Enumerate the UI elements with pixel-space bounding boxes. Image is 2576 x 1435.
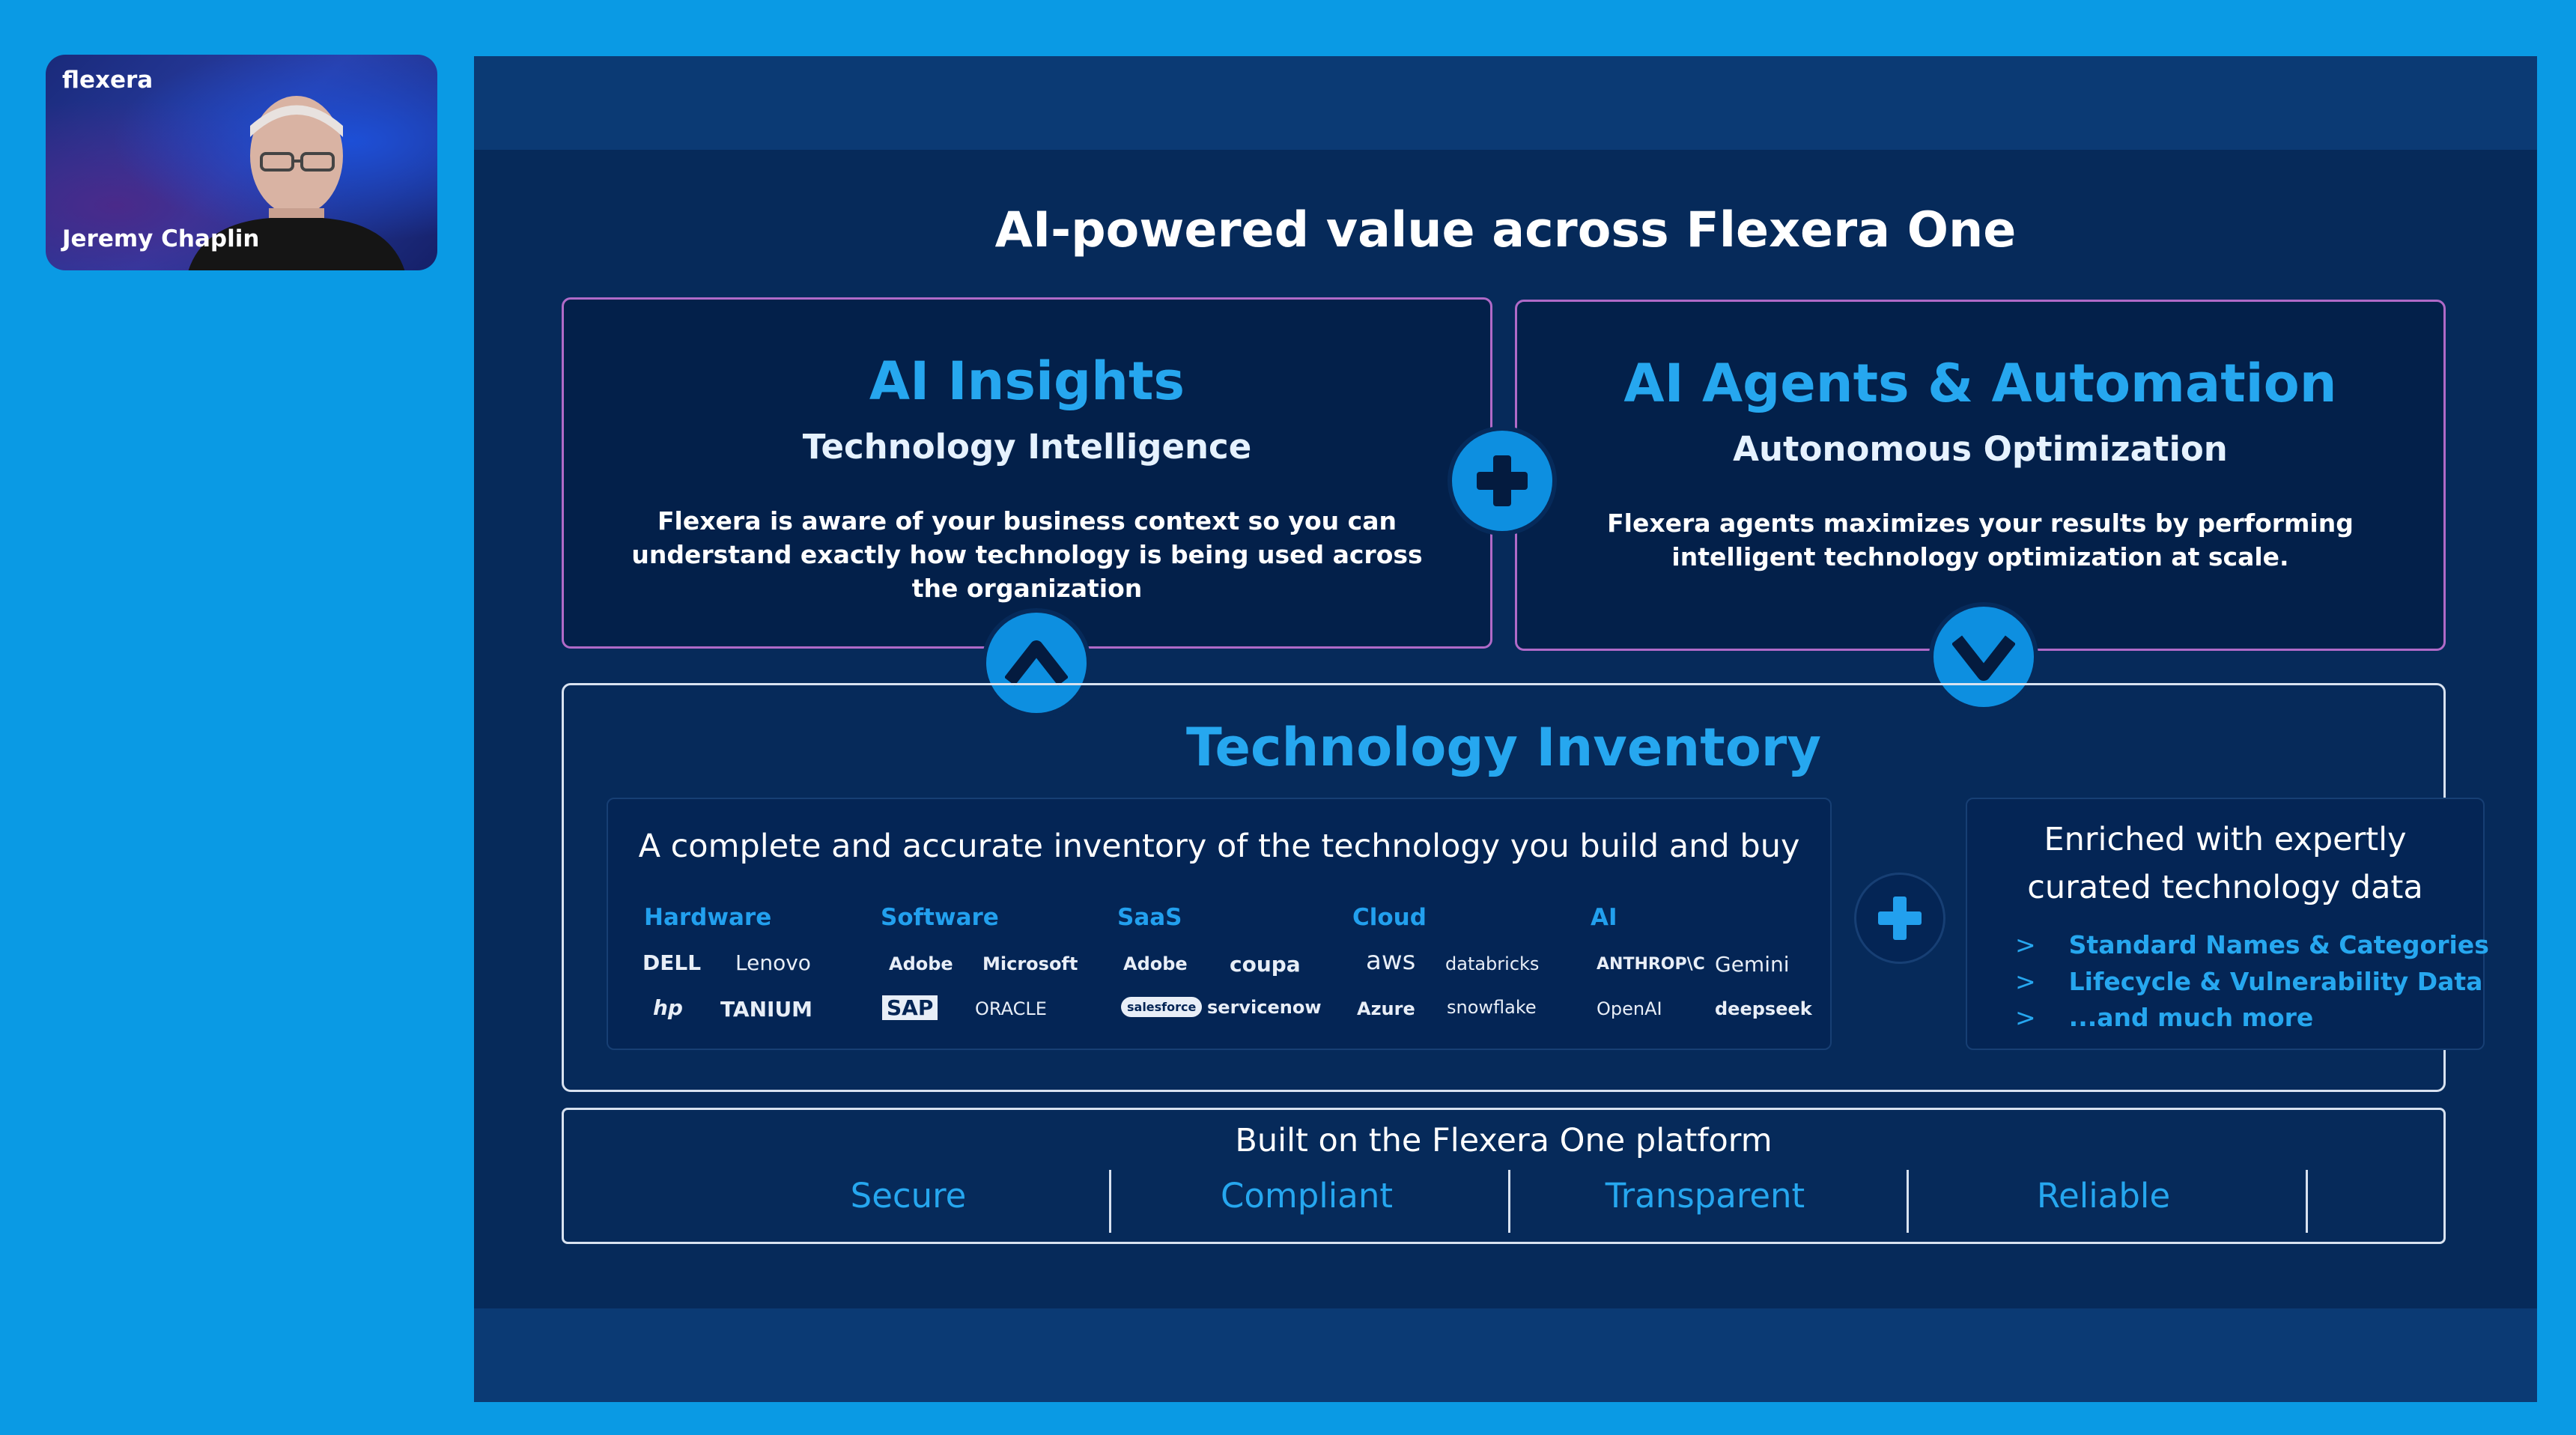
- slide-top-band: [474, 56, 2537, 150]
- participant-brand-label: flexera: [62, 67, 154, 94]
- pillar-secure: Secure: [850, 1176, 967, 1216]
- pillar-divider: [2306, 1170, 2308, 1233]
- technology-inventory-heading: Technology Inventory: [1186, 717, 1821, 778]
- logo-lenovo: Lenovo: [735, 950, 811, 975]
- enriched-data-box: Enriched with expertly curated technolog…: [1966, 798, 2489, 1050]
- logo-coupa: coupa: [1230, 952, 1301, 977]
- logo-salesforce: salesforce: [1121, 997, 1203, 1017]
- ai-agents-card: AI Agents & Automation Autonomous Optimi…: [1515, 300, 2446, 651]
- inventory-description: A complete and accurate inventory of the…: [638, 828, 1800, 865]
- pillar-divider: [1508, 1170, 1510, 1233]
- ai-insights-body: Flexera is aware of your business contex…: [631, 506, 1423, 603]
- platform-panel: Built on the Flexera One platform Secure…: [562, 1108, 2446, 1244]
- logo-microsoft: Microsoft: [982, 953, 1078, 974]
- bullet-arrow: >: [2015, 967, 2036, 996]
- category-cloud: Cloud: [1352, 904, 1427, 931]
- pillar-reliable: Reliable: [2036, 1176, 2171, 1216]
- category-software: Software: [881, 904, 999, 931]
- pillar-transparent: Transparent: [1605, 1176, 1805, 1216]
- logo-adobe: Adobe: [889, 953, 953, 974]
- platform-heading: Built on the Flexera One platform: [1235, 1122, 1772, 1159]
- category-ai: AI: [1591, 904, 1617, 931]
- pillar-divider: [1907, 1170, 1909, 1233]
- shared-slide: AI-powered value across Flexera One AI I…: [474, 56, 2537, 1402]
- participant-video-tile[interactable]: flexera Jeremy Chaplin: [46, 55, 437, 270]
- plus-icon: [1452, 431, 1552, 531]
- ai-agents-body: Flexera agents maximizes your results by…: [1607, 509, 2354, 571]
- logo-snowflake: snowflake: [1447, 997, 1537, 1018]
- enriched-item-label: Standard Names & Categories: [2068, 930, 2489, 959]
- enriched-heading-line2: curated technology data: [2027, 869, 2423, 906]
- logo-deepseek: deepseek: [1715, 998, 1812, 1019]
- logo-anthropic: ANTHROP\C: [1597, 955, 1705, 974]
- slide-title: AI-powered value across Flexera One: [994, 202, 2017, 258]
- enriched-item: > Standard Names & Categories: [2015, 930, 2489, 959]
- enriched-item: > ...and much more: [2015, 1003, 2313, 1032]
- enriched-item: > Lifecycle & Vulnerability Data: [2015, 967, 2482, 996]
- ai-insights-subheading: Technology Intelligence: [802, 427, 1252, 467]
- chevron-up-icon: [986, 613, 1087, 713]
- logo-servicenow: servicenow: [1207, 997, 1322, 1018]
- category-saas: SaaS: [1117, 904, 1182, 931]
- logo-databricks: databricks: [1445, 953, 1540, 974]
- logo-openai: OpenAI: [1597, 998, 1662, 1019]
- category-hardware: Hardware: [644, 904, 772, 931]
- bullet-arrow: >: [2015, 1003, 2036, 1032]
- plus-icon: [1856, 875, 1943, 962]
- ai-insights-heading: AI Insights: [869, 351, 1185, 412]
- ai-insights-card: AI Insights Technology Intelligence Flex…: [562, 297, 1492, 649]
- logo-hp: hp: [653, 995, 683, 1020]
- participant-name-label: Jeremy Chaplin: [62, 225, 260, 252]
- chevron-down-icon: [1933, 607, 2034, 707]
- technology-inventory-panel: Technology Inventory A complete and accu…: [562, 683, 2489, 1092]
- bullet-arrow: >: [2015, 930, 2036, 959]
- pillar-compliant: Compliant: [1220, 1176, 1394, 1216]
- pillar-divider: [1109, 1170, 1111, 1233]
- logo-tanium: TANIUM: [720, 997, 813, 1022]
- slide-bottom-band: [474, 1308, 2537, 1402]
- ai-agents-subheading: Autonomous Optimization: [1733, 429, 2228, 469]
- enriched-item-label: Lifecycle & Vulnerability Data: [2068, 967, 2483, 996]
- logo-sap: SAP: [882, 995, 938, 1020]
- logo-oracle: ORACLE: [975, 998, 1047, 1019]
- enriched-heading-line1: Enriched with expertly: [2044, 821, 2407, 858]
- enriched-item-label: ...and much more: [2068, 1003, 2314, 1032]
- logo-aws: aws: [1366, 946, 1416, 976]
- logo-gemini: Gemini: [1715, 952, 1790, 977]
- participant-video: [188, 96, 405, 270]
- logo-dell: DELL: [643, 950, 702, 975]
- ai-agents-heading: AI Agents & Automation: [1623, 353, 2337, 414]
- logo-azure: Azure: [1357, 998, 1415, 1019]
- enriched-heading: Enriched with expertly curated technolog…: [1967, 816, 2483, 911]
- logo-adobe-saas: Adobe: [1123, 953, 1188, 974]
- inventory-box: A complete and accurate inventory of the…: [607, 798, 1832, 1050]
